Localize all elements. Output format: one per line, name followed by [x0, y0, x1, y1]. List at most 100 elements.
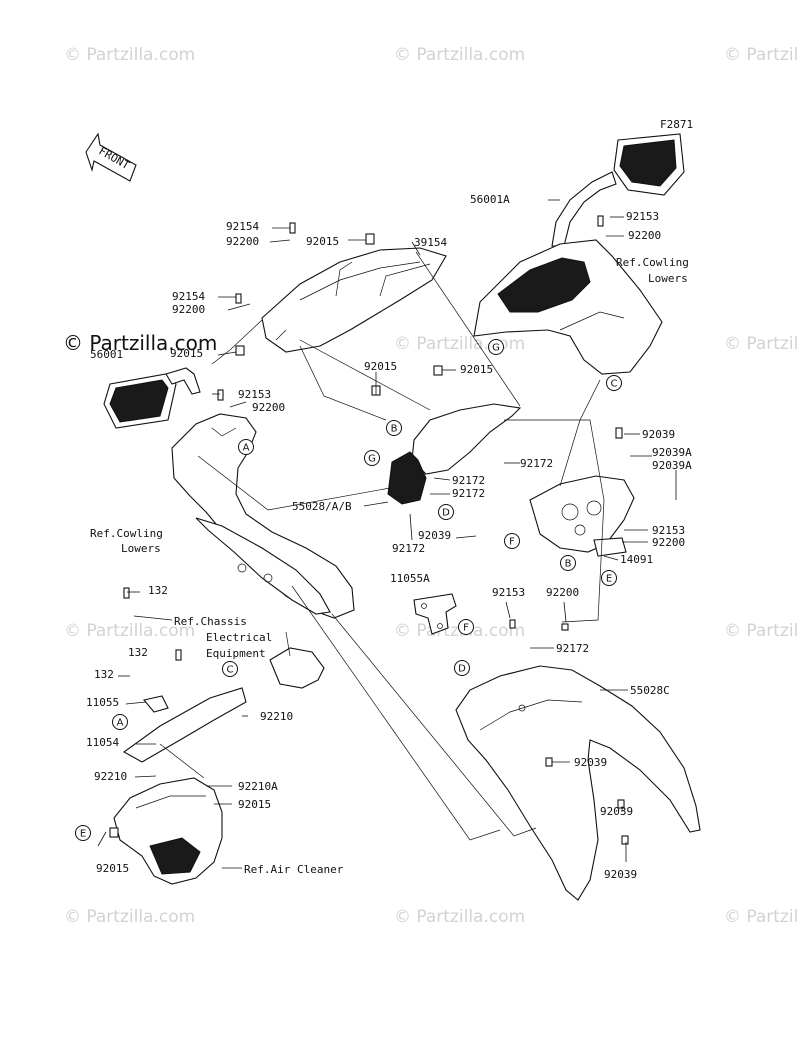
part-number-92039: 92039: [600, 805, 633, 818]
mirror-left: [103, 367, 201, 429]
part-number-92015: 92015: [96, 862, 129, 875]
part-number-55028c: 55028C: [630, 684, 670, 697]
bolt-icon: [289, 222, 296, 234]
callout-letter: A: [243, 443, 250, 454]
bolt-icon: [615, 427, 623, 439]
cowl-center-upper: [387, 403, 522, 505]
callout-a: A: [238, 439, 254, 455]
bolt-icon: [509, 619, 516, 629]
part-number-11054: 11054: [86, 736, 119, 749]
part-number-132: 132: [148, 584, 168, 597]
part-number-11055: 11055: [86, 696, 119, 709]
part-number-92200: 92200: [628, 229, 661, 242]
part-number-92172: 92172: [452, 487, 485, 500]
part-number-92015: 92015: [238, 798, 271, 811]
cowl-lower: [455, 665, 701, 901]
part-number-92015: 92015: [460, 363, 493, 376]
main-watermark: © Partzilla.com: [63, 331, 217, 355]
grommet-icon: [109, 827, 119, 838]
callout-g: G: [488, 339, 504, 355]
part-number-92039: 92039: [574, 756, 607, 769]
bracket-11055A: [413, 593, 457, 635]
part-number-92200: 92200: [172, 303, 205, 316]
callout-circle: [364, 450, 380, 466]
part-number-92153: 92153: [652, 524, 685, 537]
part-number-92153: 92153: [238, 388, 271, 401]
part-number-92154: 92154: [172, 290, 205, 303]
part-number-55028-a-b: 55028/A/B: [292, 500, 352, 513]
part-number-92172: 92172: [520, 457, 553, 470]
stay-11054: [122, 687, 247, 763]
part-number-92039a: 92039A: [652, 459, 692, 472]
callout-circle: [222, 661, 238, 677]
mirror-right: [551, 133, 685, 247]
diagram-id: F2871: [660, 118, 693, 131]
callout-letter: C: [227, 665, 234, 676]
watermark: © Partzilla.com: [64, 907, 195, 927]
part-number-92200: 92200: [652, 536, 685, 549]
part-number-92153: 92153: [492, 586, 525, 599]
reference-air-cleaner: Ref.Air Cleaner: [244, 863, 344, 876]
callout-letter: D: [458, 664, 466, 675]
callout-circle: [238, 439, 254, 455]
part-number-92210a: 92210A: [238, 780, 278, 793]
part-number-92172: 92172: [392, 542, 425, 555]
callout-d: D: [438, 504, 454, 520]
part-number-92015: 92015: [306, 235, 339, 248]
callout-circle: [488, 339, 504, 355]
callout-letter: G: [368, 454, 376, 465]
bolt-icon: [597, 215, 604, 227]
callout-circle: [438, 504, 454, 520]
watermark: © Partzilla.com: [724, 621, 800, 641]
callout-letter: F: [509, 537, 515, 548]
callout-b: B: [560, 555, 576, 571]
fasteners: [109, 215, 629, 845]
part-number-39154: 39154: [414, 236, 447, 249]
bolt-icon: [123, 587, 130, 599]
part-number-92200: 92200: [546, 586, 579, 599]
part-number-14091: 14091: [620, 553, 653, 566]
callout-b: B: [386, 420, 402, 436]
callout-letter: B: [391, 424, 398, 435]
callout-letter: D: [442, 508, 450, 519]
washer-icon: [561, 623, 569, 631]
callout-circle: [606, 375, 622, 391]
leader-lines: [97, 199, 677, 869]
watermark: © Partzilla.com: [394, 45, 525, 65]
part-number-56001a: 56001A: [470, 193, 510, 206]
callout-circle: [458, 619, 474, 635]
part-number-92039: 92039: [642, 428, 675, 441]
callout-circle: [504, 533, 520, 549]
part-number-56001: 56001: [90, 348, 123, 361]
part-number-92172: 92172: [556, 642, 589, 655]
callout-c: C: [606, 375, 622, 391]
inner-panel-left: [269, 647, 325, 689]
watermark: © Partzilla.com: [724, 334, 800, 354]
callout-letter: B: [565, 559, 572, 570]
callout-g: G: [364, 450, 380, 466]
part-number-92172: 92172: [452, 474, 485, 487]
callout-letter: C: [611, 379, 618, 390]
part-number-92039: 92039: [604, 868, 637, 881]
part-number-92015: 92015: [170, 347, 203, 360]
part-number-92015: 92015: [364, 360, 397, 373]
part-number-92210: 92210: [260, 710, 293, 723]
grommet-icon: [235, 345, 245, 356]
callout-letter: F: [463, 623, 469, 634]
part-number-92200: 92200: [252, 401, 285, 414]
part-number-92039: 92039: [418, 529, 451, 542]
callout-f: F: [458, 619, 474, 635]
part-number-92039a: 92039A: [652, 446, 692, 459]
callout-circle: [560, 555, 576, 571]
callout-circle: [601, 570, 617, 586]
part-number-92210: 92210: [94, 770, 127, 783]
watermark: © Partzilla.com: [724, 45, 800, 65]
bolt-icon: [545, 757, 553, 767]
